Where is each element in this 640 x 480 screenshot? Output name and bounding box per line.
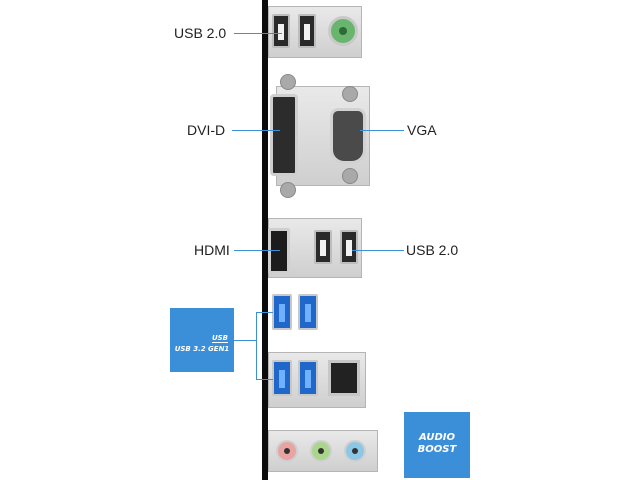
usb3-port-lower-left (272, 360, 292, 396)
vga-leader (360, 130, 404, 131)
usb3-port-upper-left (272, 294, 292, 330)
ps2-port (328, 16, 358, 46)
usb-badge-main-text: USB 3.2 GEN1 (174, 345, 230, 353)
dvid-port (270, 94, 298, 176)
hdmi-leader (234, 250, 280, 251)
vga-port (330, 108, 366, 164)
usb-badge-small-text: USB (211, 334, 228, 343)
usb2-port-mid-right (340, 230, 358, 264)
dvi-screw-top (280, 74, 296, 90)
audio-line-in-blue-jack (344, 440, 366, 462)
usb3-bracket-line (256, 312, 273, 380)
audio-badge-line2: BOOST (417, 444, 457, 455)
usb2-port-top-left (272, 14, 290, 48)
vga-label: VGA (407, 122, 437, 138)
usb2-port-mid-left (314, 230, 332, 264)
hdmi-label: HDMI (194, 242, 230, 258)
usb20-top-leader (234, 33, 282, 34)
usb20-top-label: USB 2.0 (174, 25, 227, 41)
ethernet-port (328, 360, 360, 396)
dvi-screw-bottom (280, 182, 296, 198)
dvid-leader (232, 130, 280, 131)
io-shield-edge (262, 0, 268, 480)
usb20-mid-leader (352, 250, 404, 251)
usb3-badge-leader (234, 340, 256, 341)
audio-line-out-pink-jack (276, 440, 298, 462)
audio-badge-line1: AUDIO (419, 432, 455, 443)
usb20-mid-label: USB 2.0 (406, 242, 459, 258)
usb3-port-upper-right (298, 294, 318, 330)
vga-screw-bottom (342, 168, 358, 184)
usb2-port-top-right (298, 14, 316, 48)
vga-screw-top (342, 86, 358, 102)
usb3-port-lower-right (298, 360, 318, 396)
usb32-gen1-badge: USB USB 3.2 GEN1 (170, 308, 234, 372)
hdmi-port (268, 228, 290, 274)
dvid-label: DVI-D (187, 122, 226, 138)
audio-boost-badge: AUDIO BOOST (404, 412, 470, 478)
audio-line-out-green-jack (310, 440, 332, 462)
